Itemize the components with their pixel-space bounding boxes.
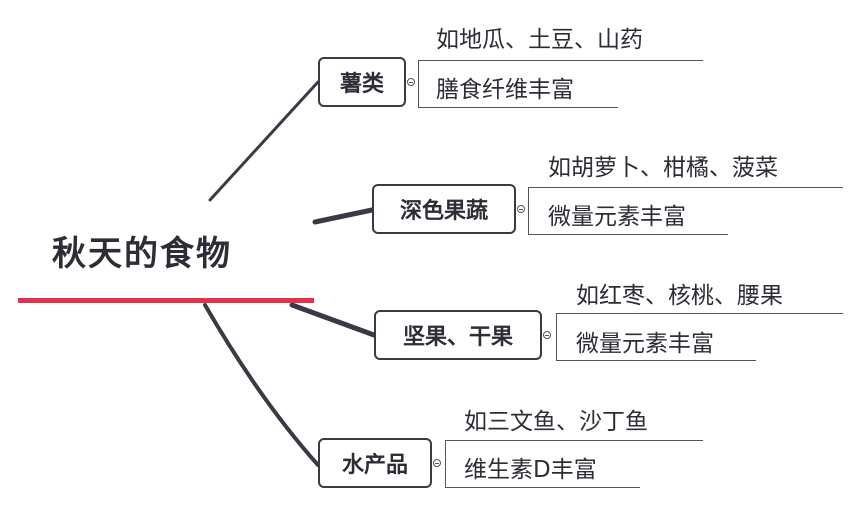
collapse-toggle-icon[interactable]	[543, 331, 551, 339]
branch-label: 薯类	[339, 72, 384, 97]
leaf-bracket	[556, 313, 557, 360]
branch-nuts[interactable]: 坚果、干果	[374, 310, 542, 360]
leaf-nutrition[interactable]: 微量元素丰富	[548, 204, 686, 230]
branch-tubers[interactable]: 薯类	[318, 57, 406, 107]
leaf-underline	[528, 187, 843, 188]
leaf-underline	[445, 487, 640, 488]
root-underline	[18, 298, 314, 303]
leaf-nutrition[interactable]: 膳食纤维丰富	[436, 77, 574, 103]
leaf-examples[interactable]: 如地瓜、土豆、山药	[436, 27, 643, 53]
branch-seafood[interactable]: 水产品	[318, 438, 432, 488]
leaf-bracket	[445, 440, 446, 487]
leaf-underline	[445, 440, 703, 441]
collapse-toggle-icon[interactable]	[517, 205, 525, 213]
collapse-toggle-icon[interactable]	[407, 78, 415, 86]
leaf-underline	[418, 60, 703, 61]
leaf-underline	[556, 360, 756, 361]
leaf-bracket	[418, 60, 419, 107]
branch-label: 深色果蔬	[399, 199, 488, 224]
leaf-underline	[528, 234, 728, 235]
branch-dark-produce[interactable]: 深色果蔬	[372, 184, 516, 234]
root-topic[interactable]: 秋天的食物	[52, 234, 232, 274]
leaf-underline	[418, 107, 618, 108]
connector-branch-3	[289, 302, 377, 338]
leaf-examples[interactable]: 如胡萝卜、柑橘、菠菜	[548, 155, 778, 181]
connector-branch-2	[312, 207, 375, 225]
leaf-nutrition[interactable]: 维生素D丰富	[464, 457, 597, 483]
leaf-nutrition[interactable]: 微量元素丰富	[576, 331, 714, 357]
connector-branch-1	[208, 80, 320, 202]
connector-branch-4	[203, 303, 320, 467]
leaf-underline	[556, 313, 843, 314]
leaf-examples[interactable]: 如三文鱼、沙丁鱼	[464, 409, 648, 435]
collapse-toggle-icon[interactable]	[433, 459, 441, 467]
leaf-bracket	[528, 187, 529, 234]
branch-label: 坚果、干果	[402, 325, 513, 350]
branch-label: 水产品	[341, 453, 408, 478]
leaf-examples[interactable]: 如红枣、核桃、腰果	[576, 283, 783, 309]
